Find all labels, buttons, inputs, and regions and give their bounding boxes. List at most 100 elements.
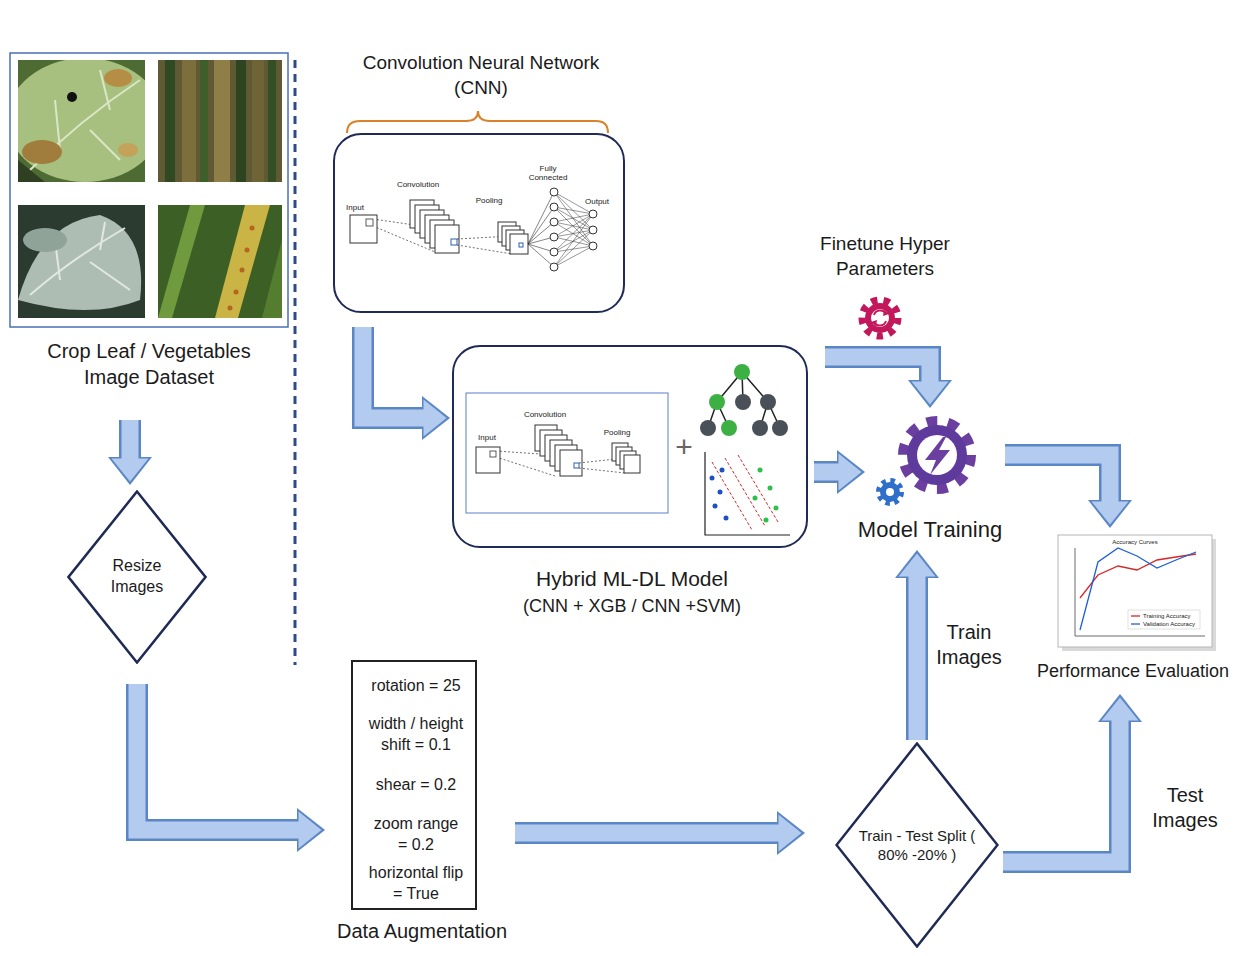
augmentation-table: Data Augmentationrotation = 25width / he… xyxy=(351,660,477,910)
cnn-illustration xyxy=(528,192,554,267)
decision-tree-icon xyxy=(700,364,788,436)
illustration-label: + xyxy=(674,430,694,465)
leaf-photos xyxy=(18,60,145,182)
hybrid-model-box: Hybrid ML-DL Model(CNN + XGB / CNN +SVM) xyxy=(452,345,808,548)
node-text: zoom range = 0.2 xyxy=(370,814,462,856)
illustration-label: Accuracy Curves xyxy=(1111,539,1158,546)
leaf-photos xyxy=(240,268,245,273)
block-arrow xyxy=(814,450,865,494)
training-gear-icon xyxy=(886,488,894,496)
block-arrow xyxy=(1005,455,1132,528)
hybrid-illustration xyxy=(624,455,640,473)
cnn-illustration xyxy=(510,234,528,254)
cnn-box: Convolution Neural Network (CNN) xyxy=(333,133,625,313)
cnn-illustration xyxy=(550,263,558,271)
cnn-illustration xyxy=(550,248,558,256)
decision-tree-icon xyxy=(709,394,725,410)
node-text: Resize Images xyxy=(92,556,182,598)
finetune-gear-icon xyxy=(862,300,898,336)
block-arrow xyxy=(1003,694,1142,862)
diamond-outline xyxy=(837,744,998,947)
legend-text: Validation Accuracy xyxy=(1143,621,1195,628)
training-gear-icon xyxy=(879,481,901,503)
arrow-shaft xyxy=(825,357,930,383)
node-caption: Model Training xyxy=(845,516,1015,545)
arrow-shaft xyxy=(122,420,139,460)
leaf-photos xyxy=(262,240,282,318)
training-gear-icon xyxy=(925,437,950,475)
arrow-head xyxy=(779,815,802,852)
cnn-illustration xyxy=(550,218,558,226)
leaf-photos xyxy=(214,60,230,182)
leaf-photos xyxy=(268,60,276,182)
svm-scatter-icon xyxy=(753,496,758,501)
svm-scatter-icon xyxy=(774,506,779,511)
parameter-cell: shear = 0.2 xyxy=(351,760,477,812)
arrow-head xyxy=(1088,500,1132,528)
parameter-cell: width / height shift = 0.1 xyxy=(351,710,477,762)
svm-scatter-icon xyxy=(713,504,718,509)
training-gear-icon xyxy=(907,425,967,485)
accuracy-chart xyxy=(1058,535,1216,651)
leaf-photos xyxy=(22,140,62,164)
leaf-photos xyxy=(18,205,145,318)
leaf-photos xyxy=(104,69,132,87)
accuracy-chart xyxy=(1058,535,1212,647)
cnn-illustration xyxy=(451,239,457,245)
leaf-photos xyxy=(165,60,175,182)
node-caption: Hybrid ML-DL Model xyxy=(454,565,810,592)
leaf-photos xyxy=(215,205,270,318)
node-caption: Crop Leaf / Vegetables Image Dataset xyxy=(34,338,264,390)
svm-scatter-icon xyxy=(710,476,715,481)
hybrid-illustration xyxy=(560,450,582,476)
leaf-photos xyxy=(18,205,145,318)
svm-scatter-icon xyxy=(720,468,725,473)
dataset-panel: Crop Leaf / Vegetables Image Dataset xyxy=(10,53,288,398)
accuracy-chart xyxy=(1131,615,1140,616)
leaf-photos xyxy=(158,205,205,318)
node-caption: Finetune Hyper Parameters xyxy=(810,232,960,281)
finetune-gear-icon xyxy=(871,309,889,327)
arrow-head xyxy=(912,382,949,405)
finetune-gear-icon xyxy=(862,300,898,336)
decision-tree-icon xyxy=(735,394,751,410)
hybrid-illustration xyxy=(476,447,500,473)
decision-diamond: Train - Test Split ( 80% -20% ) xyxy=(835,742,999,948)
svm-scatter-icon xyxy=(705,452,790,535)
accuracy-chart xyxy=(1080,554,1196,598)
arrow-shaft xyxy=(1003,721,1120,862)
cnn-illustration xyxy=(350,215,377,243)
leaf-photos xyxy=(18,160,45,182)
leaf-photos xyxy=(250,226,255,231)
arrow-shaft xyxy=(515,825,780,842)
parameter-cell: horizontal flip = True xyxy=(351,860,477,910)
arrow-shaft xyxy=(1003,719,1120,862)
leaf-photos xyxy=(158,205,282,318)
arrow-head xyxy=(1092,502,1129,525)
arrow-shaft xyxy=(363,327,423,418)
parameter-cell: zoom range = 0.2 xyxy=(351,810,477,862)
leaf-photos xyxy=(23,228,67,252)
arrow-head xyxy=(899,554,936,577)
leaf-photos xyxy=(158,205,282,318)
hybrid-illustration xyxy=(466,393,668,513)
parameter-cell: rotation = 25 xyxy=(351,660,477,712)
cnn-illustration xyxy=(435,225,459,253)
cnn-illustration xyxy=(589,210,597,218)
block-arrow xyxy=(108,420,152,485)
illustration-label: Fully Connected xyxy=(525,164,571,182)
arrow-head xyxy=(1098,694,1142,722)
arrow-head xyxy=(299,812,322,849)
arrow-shaft xyxy=(137,684,298,830)
leaf-photos xyxy=(245,248,250,253)
leaf-photos xyxy=(67,92,77,102)
arrow-head xyxy=(422,396,450,440)
leaf-photos xyxy=(118,143,138,157)
node-caption: Performance Evaluation xyxy=(1030,660,1236,683)
arrow-shaft xyxy=(1005,455,1110,503)
illustration-label: Convolution xyxy=(396,180,440,189)
finetune-gear-icon xyxy=(871,320,877,326)
training-gear-icon xyxy=(880,482,900,502)
